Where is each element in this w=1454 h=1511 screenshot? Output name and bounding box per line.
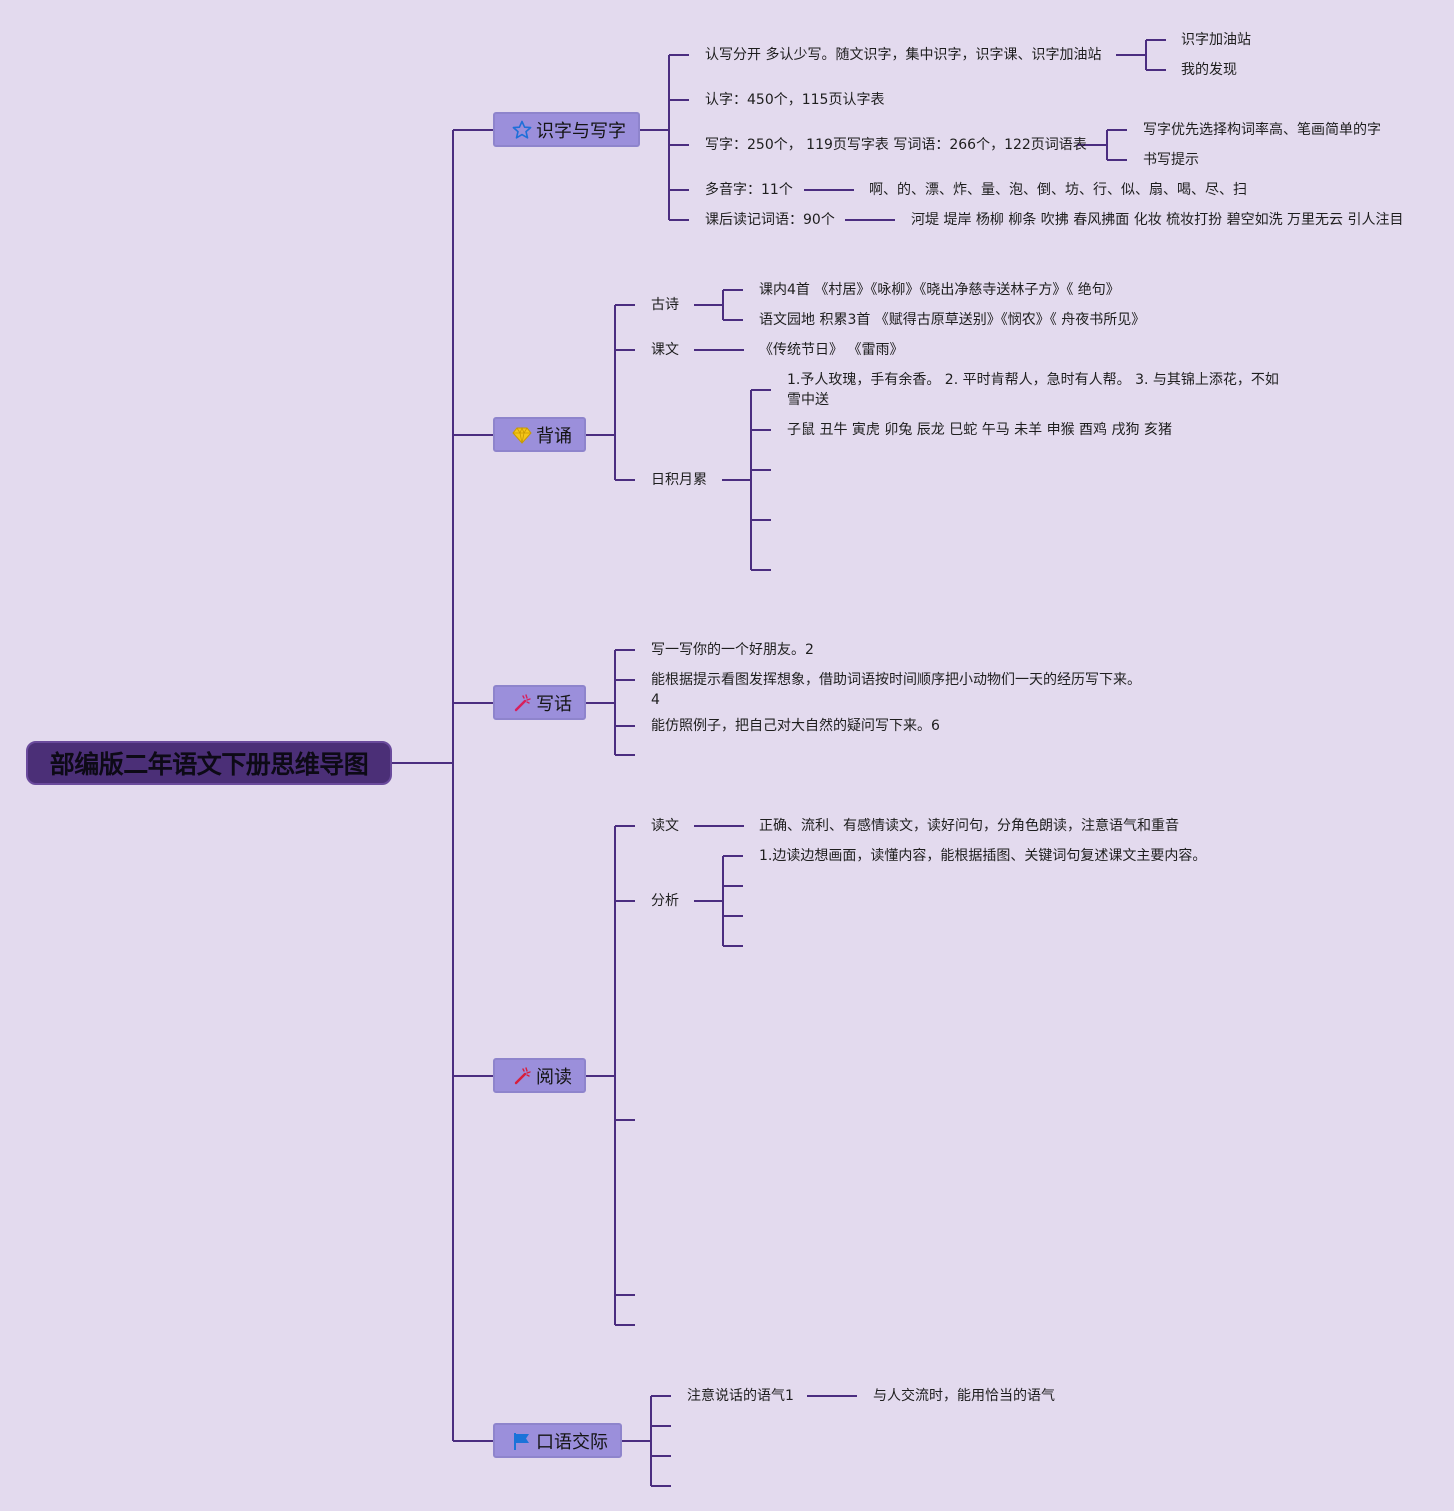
branch-beisong[interactable]: 背诵	[493, 417, 586, 452]
subtopic[interactable]: 与人交流时，能用恰当的语气	[873, 1388, 1055, 1404]
subtopic[interactable]: 课内4首 《村居》《咏柳》《晓出净慈寺送林子方》《 绝句》	[759, 282, 1120, 298]
topic[interactable]: 写一写你的一个好朋友。2	[651, 642, 814, 658]
connector	[586, 825, 635, 1326]
subtopic[interactable]: 我的发现	[1181, 62, 1237, 78]
subtopic[interactable]: 《传统节日》 《雷雨》	[759, 342, 904, 358]
branch-label: 阅读	[536, 1066, 572, 1088]
topic-duoyinzi[interactable]: 多音字：11个	[705, 182, 793, 198]
subtopic[interactable]: 河堤 堤岸 杨柳 柳条 吹拂 春风拂面 化妆 梳妆打扮 碧空如洗 万里无云 引人…	[911, 212, 1404, 228]
topic[interactable]: 能仿照例子，把自己对大自然的疑问写下来。6	[651, 718, 940, 734]
topic[interactable]: 能根据提示看图发挥想象，借助词语按时间顺序把小动物们一天的经历写下来。4	[651, 672, 1141, 708]
branch-label: 写话	[536, 693, 572, 715]
flag-icon	[512, 1431, 532, 1451]
subtopic[interactable]: 识字加油站	[1181, 32, 1251, 48]
connector	[586, 304, 635, 481]
topic[interactable]: 注意说话的语气1	[687, 1388, 794, 1404]
branch-xiehua[interactable]: 写话	[493, 685, 586, 720]
subtopic[interactable]: 语文园地 积累3首 《赋得古原草送别》《悯农》《 舟夜书所见》	[759, 312, 1146, 328]
connector	[586, 649, 635, 756]
connector	[640, 54, 689, 221]
connector	[453, 129, 493, 1442]
topic-xiezi[interactable]: 写字：250个， 119页写字表 写词语：266个，122页词语表	[705, 137, 1087, 153]
wand-icon	[512, 1066, 532, 1086]
branch-label: 背诵	[536, 425, 572, 447]
subtopic[interactable]: 子鼠 丑牛 寅虎 卯兔 辰龙 巳蛇 午马 未羊 申猴 酉鸡 戌狗 亥猪	[787, 422, 1172, 438]
topic-fenxi[interactable]: 分析	[651, 893, 679, 909]
topic-kewen[interactable]: 课文	[651, 342, 679, 358]
connector	[622, 1395, 671, 1487]
subtopic[interactable]: 1.边读边想画面，读懂内容，能根据插图、关键词句复述课文主要内容。	[759, 848, 1207, 864]
branch-yuedu[interactable]: 阅读	[493, 1058, 586, 1093]
subtopic[interactable]: 书写提示	[1143, 152, 1199, 168]
connector	[1077, 129, 1127, 161]
connector	[722, 389, 771, 571]
diamond-icon	[512, 425, 532, 445]
branch-shizi-xiezi[interactable]: 识字与写字	[493, 112, 640, 147]
connector	[694, 855, 743, 947]
subtopic[interactable]: 啊、的、漂、炸、量、泡、倒、坊、行、似、扇、喝、尽、扫	[869, 182, 1247, 198]
topic-duwen[interactable]: 读文	[651, 818, 679, 834]
topic-rijiyuelei[interactable]: 日积月累	[651, 472, 707, 488]
branch-label: 口语交际	[536, 1431, 608, 1453]
wand-icon	[512, 693, 532, 713]
subtopic[interactable]: 正确、流利、有感情读文，读好问句，分角色朗读，注意语气和重音	[759, 818, 1179, 834]
topic-gushi[interactable]: 古诗	[651, 297, 679, 313]
topic-kehou-ciyu[interactable]: 课后读记词语：90个	[705, 212, 835, 228]
topic-renzi[interactable]: 认字：450个，115页认字表	[705, 92, 885, 108]
connector	[694, 289, 743, 321]
root-topic[interactable]: 部编版二年语文下册思维导图	[26, 741, 392, 785]
topic-rengxie-fenkai[interactable]: 认写分开 多认少写。随文识字，集中识字，识字课、识字加油站	[705, 47, 1102, 63]
subtopic[interactable]: 1.予人玫瑰，手有余香。 2. 平时肯帮人，急时有人帮。 3. 与其锦上添花，不…	[787, 372, 1279, 408]
branch-label: 识字与写字	[536, 120, 626, 142]
star-icon	[512, 120, 532, 140]
subtopic[interactable]: 写字优先选择构词率高、笔画简单的字	[1143, 122, 1381, 138]
branch-kouyu-jiaoji[interactable]: 口语交际	[493, 1423, 622, 1458]
connector	[1116, 39, 1166, 71]
